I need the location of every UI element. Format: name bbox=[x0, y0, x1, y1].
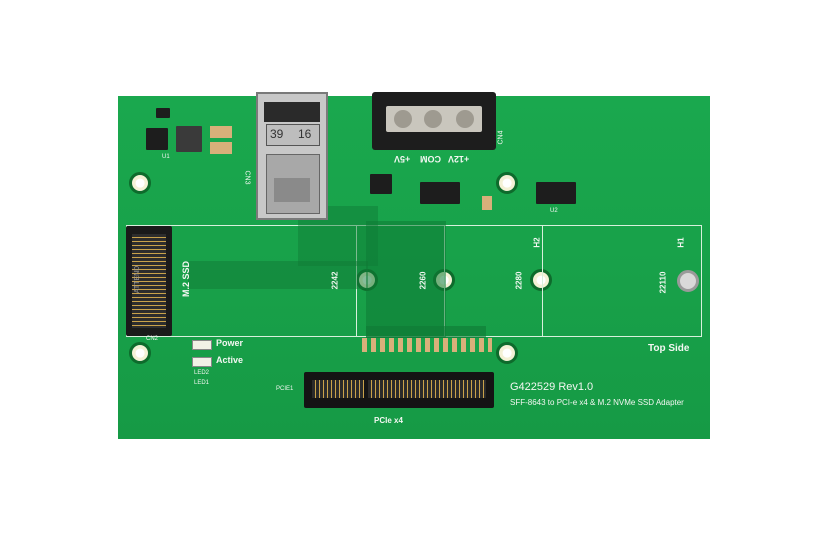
power-led bbox=[192, 340, 212, 350]
mounting-hole-top-left bbox=[129, 172, 151, 194]
mounting-hole-bottom-left bbox=[129, 342, 151, 364]
redriver-chip-1 bbox=[420, 182, 460, 204]
pcb-trace bbox=[188, 261, 368, 289]
m2-standoff-2280 bbox=[530, 269, 552, 291]
h2-ref: H2 bbox=[532, 237, 542, 248]
capacitor bbox=[210, 126, 232, 138]
connector-pin-39: 39 bbox=[270, 127, 284, 141]
chip-small bbox=[156, 108, 170, 118]
size-2260-label: 2260 bbox=[418, 271, 428, 290]
m2-ssd-label: M.2 SSD bbox=[181, 260, 192, 298]
resistor-row bbox=[362, 338, 492, 352]
power-led-label: Power bbox=[216, 338, 244, 348]
size-2280-label: 2280 bbox=[514, 271, 524, 290]
inductor bbox=[176, 126, 202, 152]
board-model: G422529 Rev1.0 bbox=[510, 381, 594, 393]
pcb-board: 39 16 CN3 +5V COM +12V CN4 U1 U2 ATTEND … bbox=[118, 92, 710, 439]
h1-ref: H1 bbox=[676, 237, 686, 248]
m2-socket: ATTEND bbox=[126, 226, 172, 336]
pcb-trace bbox=[366, 221, 446, 341]
u2-ref: U2 bbox=[550, 208, 558, 214]
sff8643-connector: 39 16 bbox=[256, 92, 328, 220]
redriver-chip-2 bbox=[536, 182, 576, 204]
power-5v-label: +5V bbox=[394, 154, 411, 164]
pcie-x4-label: PCIe x4 bbox=[374, 416, 403, 425]
cn4-ref: CN4 bbox=[497, 130, 505, 145]
led2-ref: LED2 bbox=[194, 370, 210, 376]
capacitor bbox=[482, 196, 492, 210]
top-side-label: Top Side bbox=[648, 343, 690, 354]
led1-ref: LED1 bbox=[194, 380, 210, 386]
power-12v-label: +12V bbox=[448, 154, 470, 164]
size-2242-label: 2242 bbox=[330, 271, 340, 290]
ic-sff-area bbox=[370, 174, 392, 194]
cn2-ref: CN2 bbox=[146, 336, 159, 342]
size-22110-label: 22110 bbox=[658, 271, 668, 294]
pcie-x4-slot bbox=[304, 372, 494, 408]
power-com-label: COM bbox=[420, 154, 441, 164]
capacitor bbox=[210, 142, 232, 154]
power-terminal-block bbox=[372, 92, 496, 150]
m2-socket-text: ATTEND bbox=[134, 265, 142, 294]
mounting-hole-bottom-right bbox=[496, 342, 518, 364]
mounting-hole-top-right bbox=[496, 172, 518, 194]
active-led bbox=[192, 357, 212, 367]
active-led-label: Active bbox=[216, 355, 244, 365]
u1-chip bbox=[146, 128, 168, 150]
m2-standoff-22110 bbox=[677, 270, 699, 292]
u1-ref: U1 bbox=[162, 154, 170, 160]
pcie-ref: PCIE1 bbox=[276, 386, 294, 392]
board-description: SFF-8643 to PCI-e x4 & M.2 NVMe SSD Adap… bbox=[510, 398, 684, 407]
cn3-ref: CN3 bbox=[243, 170, 251, 185]
connector-pin-16: 16 bbox=[298, 127, 312, 141]
m2-2280-line bbox=[542, 225, 543, 337]
